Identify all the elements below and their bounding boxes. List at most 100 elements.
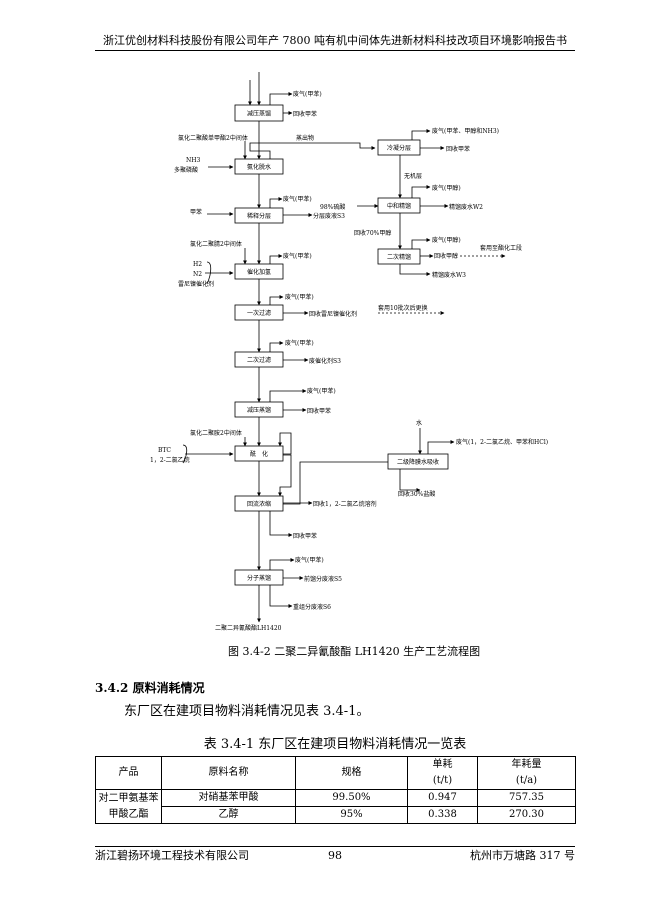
svg-text:一次过滤: 一次过滤 <box>247 309 271 317</box>
main-flow-lines <box>248 72 388 623</box>
label-waste-gas: 废气(甲苯) <box>285 339 314 347</box>
header-product: 产品 <box>95 756 162 790</box>
cell-annual: 757.35 <box>477 789 576 807</box>
label-input: 多聚磷酸 <box>174 166 198 174</box>
svg-text:冷凝分层: 冷凝分层 <box>387 144 411 152</box>
label-input: 氯化二聚腈2中间体 <box>190 240 242 248</box>
box-filter-1: 一次过滤 <box>234 304 284 321</box>
footer-address: 杭州市万塘路 317 号 <box>470 849 575 862</box>
box-vacuum-distill-2: 减压蒸馏 <box>234 401 284 418</box>
label-recovered: 回收甲苯 <box>293 532 317 540</box>
box-condense-separate: 冷凝分层 <box>377 139 421 156</box>
right-column-lines <box>357 129 506 492</box>
cell-annual: 270.30 <box>477 806 576 824</box>
label-input: NH3 <box>186 157 200 164</box>
label-recovered: 回收1，2-二氯乙烷溶剂 <box>313 500 377 508</box>
box-molecular-distill: 分子蒸馏 <box>234 569 284 586</box>
svg-text:分子蒸馏: 分子蒸馏 <box>247 574 271 582</box>
header-rule <box>95 50 575 51</box>
box-second-distill: 二次精馏 <box>377 248 421 265</box>
footer-rule <box>95 846 575 847</box>
label-recovered: 回收雷尼镍催化剂 <box>309 310 357 318</box>
label-waste-gas: 废气(甲苯) <box>285 293 314 301</box>
label-wastewater: 精馏废水W2 <box>449 203 483 211</box>
cell-product: 对二甲氨基苯甲酸乙酯 <box>95 789 162 824</box>
label-input: BTC <box>158 447 171 454</box>
label-waste-liquid: 重组分废液S6 <box>293 603 331 611</box>
box-acylation: 酰 化 <box>234 445 284 462</box>
label-waste-gas: 废气(甲醇) <box>432 184 461 192</box>
header-annual-units: (t/a) <box>477 773 576 790</box>
cell-unit: 0.338 <box>407 806 478 824</box>
label-inorganic: 无机层 <box>404 172 422 180</box>
svg-text:酰 化: 酰 化 <box>250 450 268 458</box>
label-input: N2 <box>193 271 202 278</box>
input-lines <box>182 141 247 464</box>
table-caption: 表 3.4-1 东厂区在建项目物料消耗情况一览表 <box>203 737 467 752</box>
svg-text:回流浓缩: 回流浓缩 <box>247 500 271 508</box>
label-recovered: 回收30%盐酸 <box>398 490 435 498</box>
label-reuse: 套用至酯化工段 <box>480 244 522 252</box>
label-input: 雷尼镍催化剂 <box>178 280 214 288</box>
footer-company: 浙江碧扬环境工程技术有限公司 <box>95 849 249 862</box>
table-header-row: 产品 原料名称 规格 单耗 年耗量 <box>95 756 576 790</box>
table-row: 乙醇 95% 0.338 270.30 <box>96 806 576 824</box>
label-wastewater: 精馏废水W3 <box>432 271 466 279</box>
section-title: 3.4.2 原料消耗情况 <box>95 681 205 695</box>
header-unit: 单耗 <box>407 756 478 773</box>
consumption-table: 产品 原料名称 规格 单耗 年耗量 (t/t) (t/a) 对二甲氨基苯甲酸乙酯… <box>95 756 576 824</box>
body-paragraph: 东厂区在建项目物料消耗情况见表 3.4-1。 <box>124 704 370 719</box>
side-output-lines <box>249 92 445 608</box>
svg-text:二次过滤: 二次过滤 <box>247 356 271 364</box>
box-filter-2: 二次过滤 <box>234 351 284 368</box>
label-waste-liquid: 前馏分废液S5 <box>304 575 342 583</box>
label-input: 98%硫酸 <box>320 203 345 211</box>
label-steam: 蒸出物 <box>296 134 314 142</box>
svg-text:减压蒸馏: 减压蒸馏 <box>247 110 271 118</box>
label-waste-gas: 废气(甲苯) <box>283 195 312 203</box>
label-waste-gas: 废气(1，2-二氯乙烷、甲苯和HCl) <box>456 438 548 446</box>
label-waste-gas: 废气(甲苯) <box>307 387 336 395</box>
label-input: H2 <box>193 261 202 268</box>
label-reuse: 套用10批次后更换 <box>378 304 428 312</box>
cell-spec: 99.50% <box>295 789 408 807</box>
label-waste-gas: 废气(甲苯、甲醇和NH3) <box>432 127 499 135</box>
process-flow-diagram: 减压蒸馏 氨化脱水 稀释分层 催化加氢 一次过滤 二次过滤 减压蒸馏 酰 化 回… <box>150 72 548 632</box>
label-recovered: 回收甲醇 <box>434 252 458 260</box>
svg-text:氨化脱水: 氨化脱水 <box>247 163 271 171</box>
label-waste-gas: 废气(甲苯) <box>283 252 312 260</box>
label-waste-gas: 废气(甲苯) <box>293 90 322 98</box>
label-input: 水 <box>416 419 422 427</box>
label-product: 二聚二异氰酸酯LH1420 <box>215 624 282 632</box>
box-reflux-concentrate: 回流浓缩 <box>234 495 284 512</box>
cell-material: 对硝基苯甲酸 <box>161 789 296 807</box>
svg-text:中和精馏: 中和精馏 <box>387 202 411 210</box>
label-input: 氯化二聚胺2中间体 <box>190 429 242 437</box>
header-material: 原料名称 <box>161 756 296 790</box>
label-input: 甲苯 <box>190 208 202 216</box>
label-recovered: 回收甲苯 <box>307 407 331 415</box>
svg-text:催化加氢: 催化加氢 <box>247 268 271 276</box>
box-falling-film-absorb: 二级降膜水吸收 <box>387 453 449 470</box>
svg-text:二次精馏: 二次精馏 <box>387 253 411 261</box>
label-input: 1，2-二氯乙烷 <box>150 456 190 464</box>
page-number: 98 <box>328 849 342 862</box>
label-recovered: 回收甲苯 <box>446 145 470 153</box>
cell-unit: 0.947 <box>407 789 478 807</box>
page-header: 浙江优创材料科技股份有限公司年产 7800 吨有机中间体先进新材料科技改项目环境… <box>103 34 567 47</box>
box-amidation: 氨化脱水 <box>234 158 284 175</box>
table-row: 对二甲氨基苯甲酸乙酯 对硝基苯甲酸 99.50% 0.947 757.35 <box>95 789 576 824</box>
flow-labels: 废气(甲苯) 回收甲苯 氯化二聚酸单甲酯2中间体 蒸出物 NH3 多聚磷酸 废气… <box>150 90 548 632</box>
label-waste-solid: 废催化剂S3 <box>309 357 341 365</box>
header-spec: 规格 <box>295 756 408 790</box>
table-header-row: (t/t) (t/a) <box>96 773 576 790</box>
label-waste-liquid: 分层废液S3 <box>313 212 345 220</box>
cell-material: 乙醇 <box>161 806 296 824</box>
svg-text:二级降膜水吸收: 二级降膜水吸收 <box>397 458 439 466</box>
box-hydrogenation: 催化加氢 <box>234 263 284 280</box>
svg-text:减压蒸馏: 减压蒸馏 <box>247 406 271 414</box>
label-input: 氯化二聚酸单甲酯2中间体 <box>178 134 248 142</box>
box-dilution: 稀释分层 <box>234 207 284 224</box>
label-waste-gas: 废气(甲醇) <box>432 236 461 244</box>
header-annual: 年耗量 <box>477 756 576 773</box>
